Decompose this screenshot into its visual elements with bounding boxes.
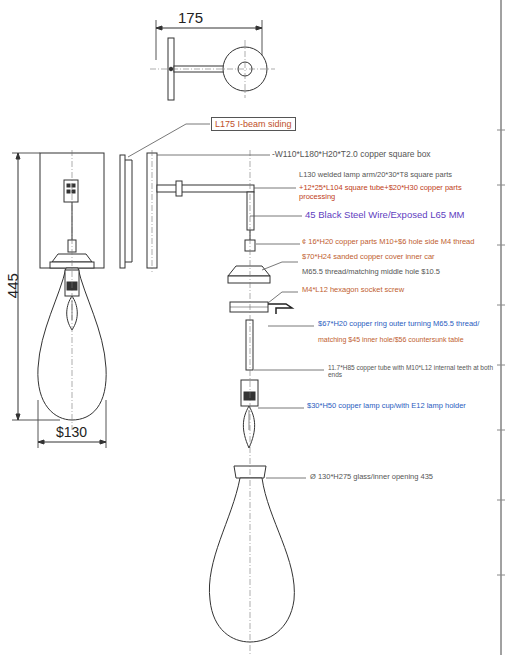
part-name: L130 welded lamp arm/20*30*T8 square par… bbox=[299, 171, 452, 180]
frame-line bbox=[501, 0, 502, 655]
part-name-box: L175 I-beam siding bbox=[211, 117, 296, 131]
part-name: $67*H20 copper ring outer turning M65.5 … bbox=[318, 320, 479, 329]
side-view bbox=[120, 150, 294, 655]
part-name: $30*H50 copper lamp cup/with E12 lamp ho… bbox=[307, 402, 466, 411]
part-name: $70*H24 sanded copper cover inner car bbox=[302, 253, 435, 262]
dimension: $130 bbox=[56, 424, 87, 440]
part-name: matching $45 inner hole/$56 countersunk … bbox=[318, 336, 464, 344]
part-name: 45 Black Steel Wire/Exposed L65 MM bbox=[305, 210, 464, 221]
part-name: M65.5 thread/matching middle hole $10.5 bbox=[302, 268, 440, 277]
node-text: L175 I-beam siding bbox=[215, 119, 292, 129]
front-view bbox=[12, 150, 106, 448]
part-name: +12*25*L104 square tube+$20*H30 copper p… bbox=[299, 184, 496, 201]
part-name: Ø 130*H275 glass/inner opening 435 bbox=[310, 473, 433, 482]
part-name: 11.7*H85 copper tube with M10*L12 intern… bbox=[328, 364, 496, 379]
dimension: 175 bbox=[178, 9, 203, 26]
dimension: 445 bbox=[4, 273, 21, 298]
frame-ticks bbox=[497, 130, 505, 575]
part-name: ¢ 16*H20 copper parts M10+$6 hole side M… bbox=[302, 238, 474, 247]
part-name: M4*L12 hexagon socket screw bbox=[302, 286, 404, 295]
part-name: -W110*L180*H20*T2.0 copper square box bbox=[272, 150, 431, 160]
leader-lines bbox=[128, 124, 324, 478]
top-view bbox=[150, 20, 275, 100]
